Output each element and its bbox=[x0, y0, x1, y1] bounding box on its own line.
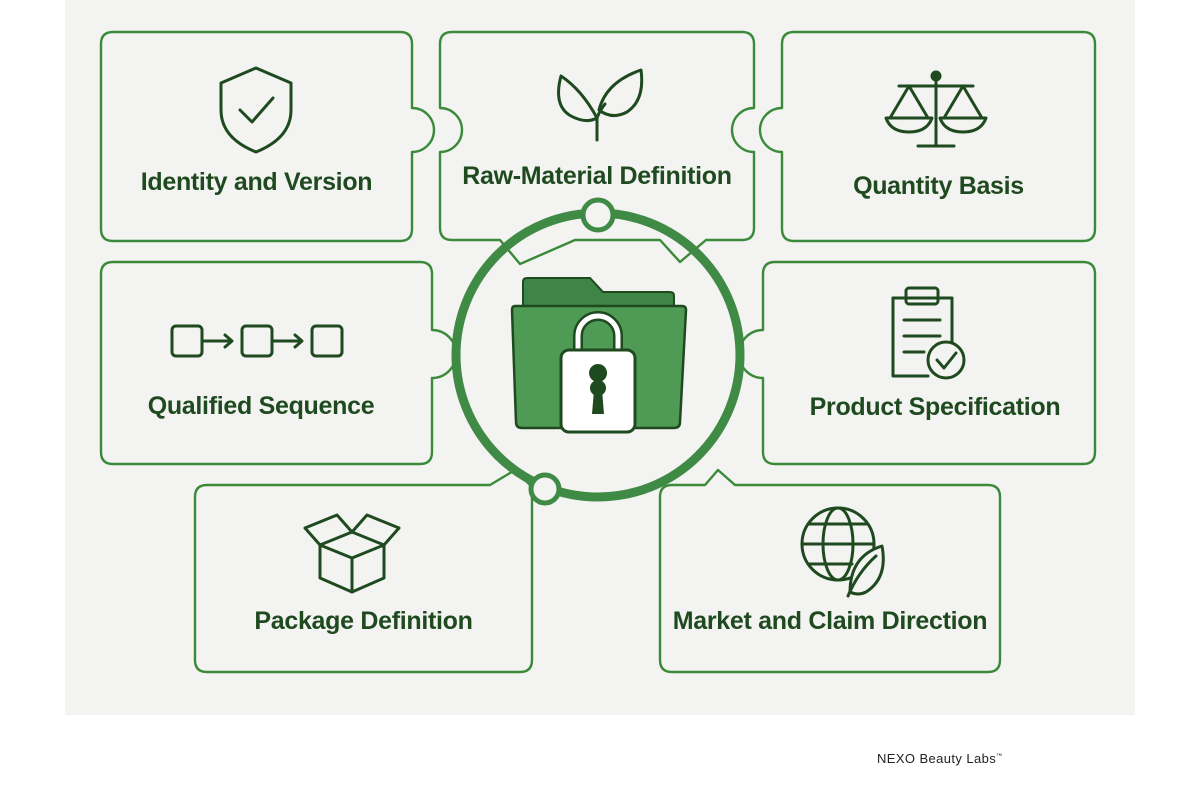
brand-trademark: ™ bbox=[996, 753, 1003, 760]
ring-knob-top bbox=[580, 197, 616, 233]
card-label-specification: Product Specification bbox=[809, 393, 1061, 421]
shield-check-icon bbox=[219, 66, 293, 154]
sequence-flow-icon bbox=[170, 324, 344, 358]
open-box-icon bbox=[303, 513, 401, 594]
globe-leaf-icon bbox=[800, 506, 885, 598]
card-label-market: Market and Claim Direction bbox=[672, 607, 988, 635]
locked-folder-icon bbox=[510, 277, 688, 434]
brand-wordmark: NEXO Beauty Labs™ bbox=[877, 751, 1003, 766]
center-ring bbox=[451, 197, 745, 506]
balance-scale-icon bbox=[884, 70, 988, 148]
card-specification bbox=[737, 260, 1097, 466]
card-raw-material bbox=[438, 30, 756, 266]
leaf-sprout-icon bbox=[557, 68, 644, 142]
card-label-raw-material: Raw-Material Definition bbox=[462, 162, 732, 190]
ring-knob-bottom bbox=[528, 472, 562, 506]
card-label-quantity: Quantity Basis bbox=[853, 172, 1024, 200]
card-sequence bbox=[99, 260, 458, 466]
brand-name: NEXO Beauty Labs bbox=[877, 751, 997, 766]
card-identity bbox=[99, 30, 436, 243]
card-market bbox=[658, 468, 1002, 674]
clipboard-check-icon bbox=[891, 286, 966, 380]
card-package bbox=[193, 468, 534, 674]
card-quantity bbox=[758, 30, 1097, 243]
card-label-sequence: Qualified Sequence bbox=[147, 392, 375, 420]
card-label-identity: Identity and Version bbox=[140, 168, 373, 196]
card-label-package: Package Definition bbox=[254, 607, 473, 635]
